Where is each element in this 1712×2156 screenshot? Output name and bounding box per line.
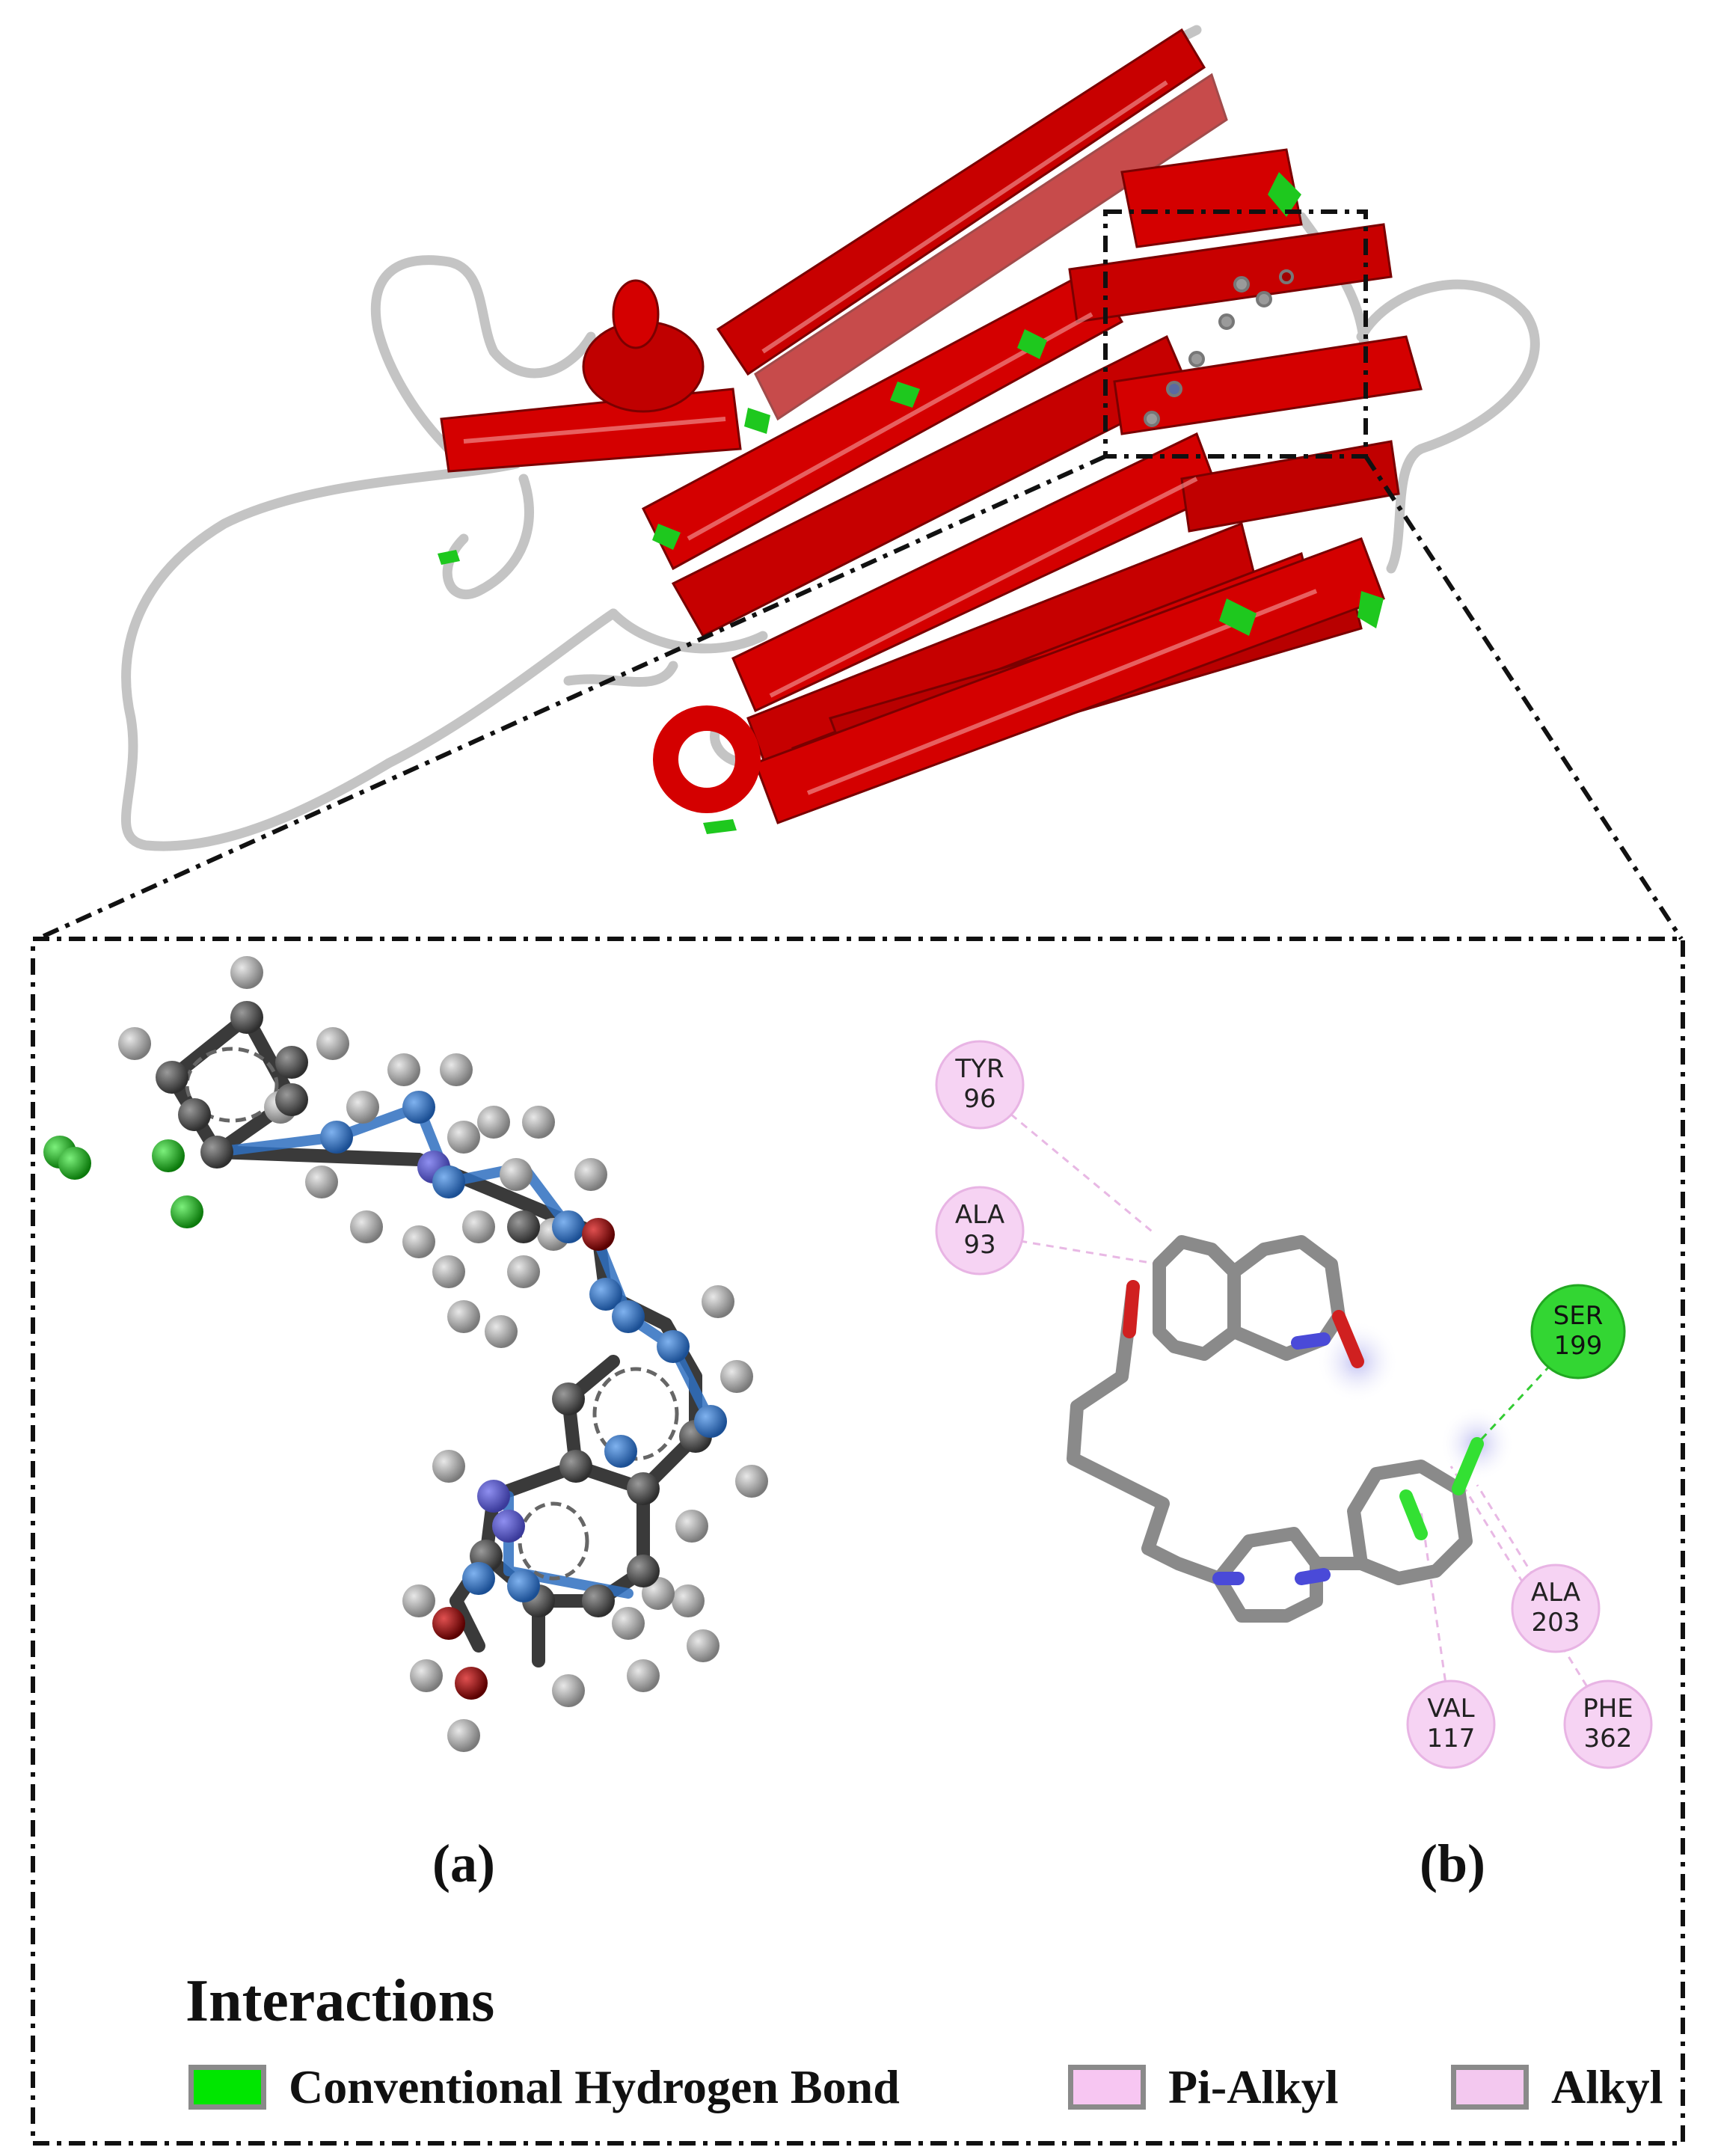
ball-and-stick-model — [43, 956, 768, 1752]
helix-bundle — [440, 28, 1423, 824]
svg-text:TYR: TYR — [954, 1054, 1004, 1084]
turn-segments — [438, 172, 1384, 834]
svg-text:117: 117 — [1427, 1724, 1476, 1754]
svg-text:ALA: ALA — [1531, 1578, 1580, 1608]
protein-ribbon — [120, 25, 1540, 851]
legend-label-hydrogen-bond: Conventional Hydrogen Bond — [289, 2060, 900, 2113]
svg-text:203: 203 — [1532, 1608, 1580, 1638]
svg-text:362: 362 — [1584, 1724, 1633, 1754]
ligand-in-pocket — [1144, 269, 1294, 427]
zoom-box — [36, 209, 1684, 941]
legend-swatch-hydrogen-bond — [188, 2065, 266, 2110]
aromatic-rings — [185, 1047, 679, 1581]
residue-phe-362: PHE 362 — [1563, 1679, 1653, 1769]
legend-label-alkyl: Alkyl — [1551, 2060, 1663, 2113]
legend-item-pi-alkyl: Pi-Alkyl — [1068, 2057, 1339, 2117]
legend-swatch-alkyl — [1451, 2065, 1529, 2110]
legend-title: Interactions — [185, 1968, 495, 2034]
residue-val-117: VAL 117 — [1406, 1679, 1496, 1769]
residue-ser-199: SER 199 — [1530, 1284, 1626, 1379]
panel-b-label: (b) — [1420, 1834, 1485, 1893]
svg-text:93: 93 — [963, 1230, 995, 1260]
svg-text:199: 199 — [1554, 1331, 1603, 1361]
heteroatom-sticks — [1123, 1280, 1484, 1585]
legend-label-pi-alkyl: Pi-Alkyl — [1168, 2060, 1339, 2113]
legend-swatch-pi-alkyl — [1068, 2065, 1146, 2110]
detail-frame — [31, 937, 1685, 2146]
residue-ala-93: ALA 93 — [935, 1186, 1025, 1275]
svg-text:VAL: VAL — [1427, 1694, 1474, 1724]
residue-discs: TYR 96 ALA 93 SER 199 ALA 203 VAL 11 — [935, 1040, 1653, 1769]
atoms — [43, 956, 768, 1752]
svg-text:96: 96 — [963, 1084, 995, 1114]
residue-ala-203: ALA 203 — [1511, 1564, 1601, 1653]
legend-item-alkyl: Alkyl — [1451, 2057, 1663, 2117]
residue-tyr-96: TYR 96 — [935, 1040, 1025, 1130]
svg-text:PHE: PHE — [1583, 1694, 1633, 1724]
legend-item-hydrogen-bond: Conventional Hydrogen Bond — [188, 2057, 900, 2117]
svg-text:SER: SER — [1553, 1301, 1604, 1331]
svg-text:ALA: ALA — [955, 1200, 1004, 1230]
panel-a-label: (a) — [432, 1834, 495, 1893]
interaction-2d-diagram: TYR 96 ALA 93 SER 199 ALA 203 VAL 11 — [935, 1040, 1653, 1769]
